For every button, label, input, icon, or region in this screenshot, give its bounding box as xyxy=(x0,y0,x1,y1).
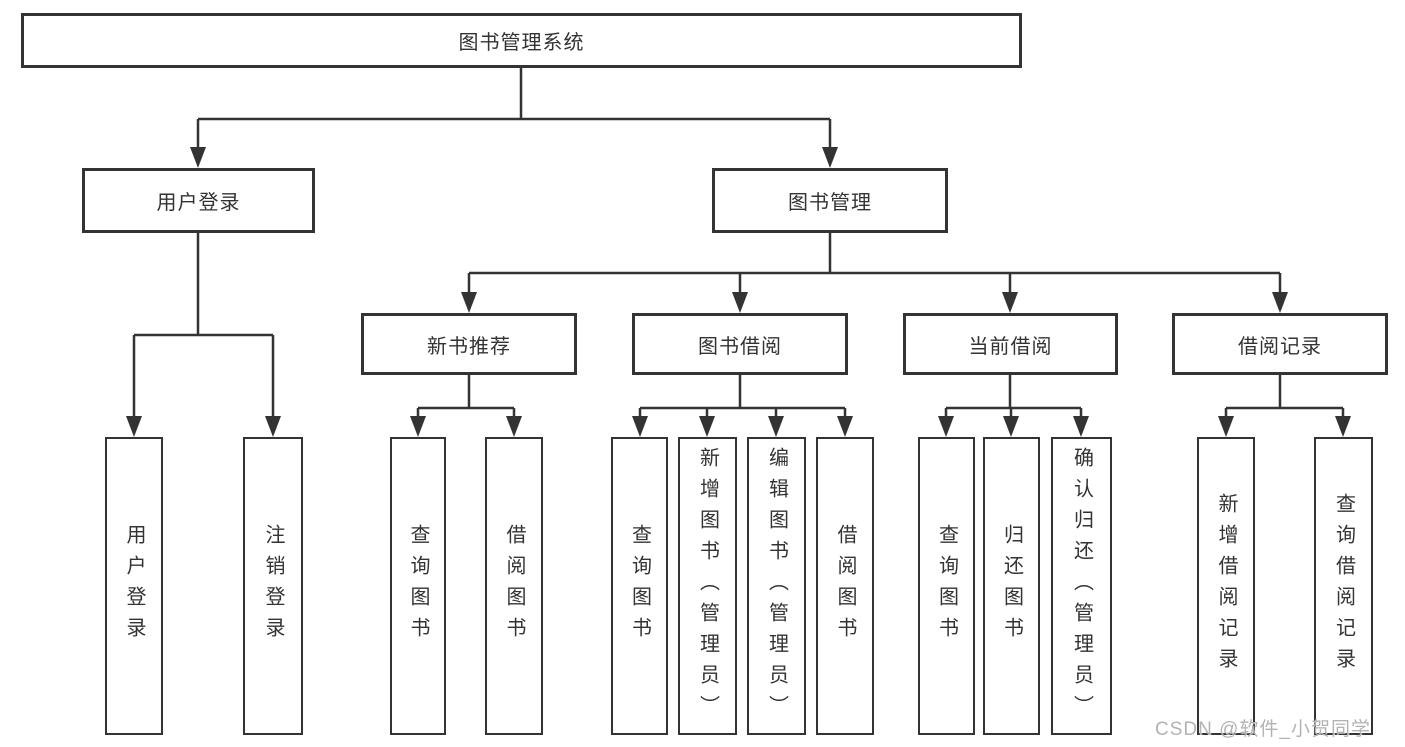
arrowhead xyxy=(410,416,426,437)
arrowhead xyxy=(1002,292,1018,313)
node-current-borrow-label: 当前借阅 xyxy=(968,335,1053,358)
arrowhead xyxy=(1335,416,1351,437)
leaf-recommend-query-books: 查询图书 xyxy=(390,437,446,735)
leaf-current-return-books-label: 归还图书 xyxy=(1000,524,1023,648)
leaf-current-confirm-return-admin: 确认归还（管理员） xyxy=(1051,437,1112,735)
arrowhead xyxy=(1272,292,1288,313)
leaf-logout-label: 注销登录 xyxy=(262,524,284,648)
node-current-borrow: 当前借阅 xyxy=(903,313,1118,375)
node-book-borrow: 图书借阅 xyxy=(632,313,848,375)
leaf-logout: 注销登录 xyxy=(243,437,303,735)
leaf-borrow-query-books-label: 查询图书 xyxy=(628,524,651,648)
arrowhead xyxy=(1003,416,1019,437)
leaf-borrow-query-books: 查询图书 xyxy=(611,437,668,735)
arrowhead xyxy=(837,416,853,437)
arrowhead xyxy=(126,416,142,437)
leaf-records-query-record: 查询借阅记录 xyxy=(1314,437,1373,735)
leaf-current-return-books: 归还图书 xyxy=(983,437,1040,735)
node-book-management-label: 图书管理 xyxy=(788,192,872,214)
arrowhead xyxy=(1073,416,1089,437)
leaf-records-add-record: 新增借阅记录 xyxy=(1197,437,1255,735)
arrowhead xyxy=(632,416,648,437)
leaf-current-query-books-label: 查询图书 xyxy=(935,524,958,648)
leaf-recommend-borrow-books: 借阅图书 xyxy=(485,437,543,735)
node-user-login-label: 用户登录 xyxy=(156,192,241,214)
node-book-management: 图书管理 xyxy=(712,168,948,233)
leaf-borrow-add-books-admin: 新增图书（管理员） xyxy=(678,437,737,735)
arrowhead xyxy=(461,292,477,313)
leaf-records-add-record-label: 新增借阅记录 xyxy=(1215,493,1237,679)
arrowhead xyxy=(699,416,715,437)
leaf-recommend-borrow-books-label: 借阅图书 xyxy=(503,524,525,648)
node-new-book-recommend: 新书推荐 xyxy=(361,313,577,375)
leaf-records-query-record-label: 查询借阅记录 xyxy=(1332,493,1355,679)
node-borrow-records: 借阅记录 xyxy=(1172,313,1388,375)
node-new-book-recommend-label: 新书推荐 xyxy=(427,335,511,358)
leaf-borrow-edit-books-admin: 编辑图书（管理员） xyxy=(747,437,806,735)
leaf-user-login-label: 用户登录 xyxy=(123,524,145,648)
leaf-current-query-books: 查询图书 xyxy=(918,437,975,735)
connector-path xyxy=(132,68,1345,419)
leaf-borrow-borrow-books-label: 借阅图书 xyxy=(834,524,856,648)
watermark: CSDN @软件_小贺同学 xyxy=(1155,719,1371,740)
node-book-borrow-label: 图书借阅 xyxy=(698,335,782,358)
node-user-login: 用户登录 xyxy=(82,168,315,233)
arrowhead xyxy=(1218,416,1234,437)
leaf-borrow-borrow-books: 借阅图书 xyxy=(816,437,874,735)
leaf-borrow-add-books-admin-label: 新增图书（管理员） xyxy=(696,446,719,726)
arrowhead xyxy=(822,147,838,168)
arrowhead xyxy=(506,416,522,437)
arrowhead xyxy=(938,416,954,437)
arrowhead xyxy=(732,292,748,313)
leaf-borrow-edit-books-admin-label: 编辑图书（管理员） xyxy=(765,446,788,726)
node-root: 图书管理系统 xyxy=(21,13,1022,68)
node-borrow-records-label: 借阅记录 xyxy=(1238,335,1322,358)
arrowhead xyxy=(768,416,784,437)
arrowhead xyxy=(265,416,281,437)
leaf-current-confirm-return-admin-label: 确认归还（管理员） xyxy=(1070,446,1093,726)
leaf-user-login: 用户登录 xyxy=(105,437,163,735)
node-root-label: 图书管理系统 xyxy=(458,32,585,54)
leaf-recommend-query-books-label: 查询图书 xyxy=(407,524,429,648)
arrowhead xyxy=(190,147,206,168)
